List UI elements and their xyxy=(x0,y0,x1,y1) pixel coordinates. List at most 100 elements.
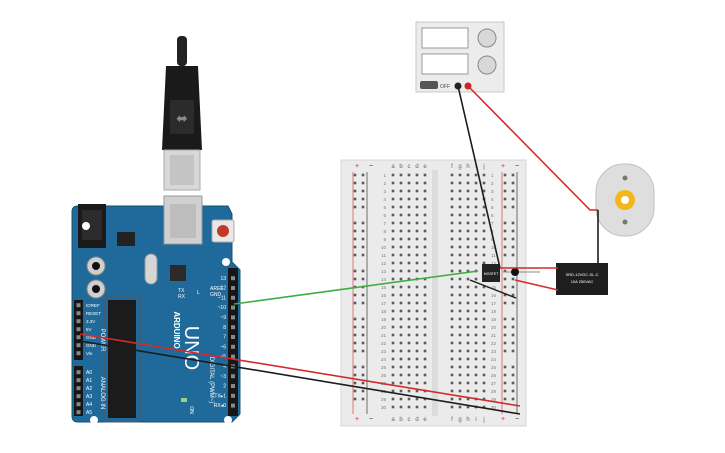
arduino-uno-board[interactable]: UNO ARDUINO DIGITAL (PWM~) ANALOG IN POW… xyxy=(71,195,241,424)
rail-hole[interactable] xyxy=(353,325,357,329)
breadboard-hole[interactable] xyxy=(415,309,419,313)
breadboard-hole[interactable] xyxy=(423,173,427,177)
rail-hole[interactable] xyxy=(353,197,357,201)
rail-hole[interactable] xyxy=(511,285,515,289)
rail-hole[interactable] xyxy=(361,301,365,305)
rail-hole[interactable] xyxy=(353,269,357,273)
rail-hole[interactable] xyxy=(353,349,357,353)
rail-hole[interactable] xyxy=(353,293,357,297)
breadboard-hole[interactable] xyxy=(423,301,427,305)
breadboard-hole[interactable] xyxy=(474,381,478,385)
breadboard-hole[interactable] xyxy=(450,229,454,233)
dc-power-supply[interactable]: OFF xyxy=(415,21,505,93)
breadboard-hole[interactable] xyxy=(399,285,403,289)
wire-red-supply-motor[interactable] xyxy=(467,85,598,211)
rail-hole[interactable] xyxy=(361,333,365,337)
rail-hole[interactable] xyxy=(361,277,365,281)
rail-hole[interactable] xyxy=(361,373,365,377)
breadboard-hole[interactable] xyxy=(407,389,411,393)
breadboard-hole[interactable] xyxy=(407,277,411,281)
breadboard-hole[interactable] xyxy=(474,245,478,249)
header-pin[interactable] xyxy=(231,276,235,281)
header-pin[interactable] xyxy=(76,335,81,340)
breadboard-hole[interactable] xyxy=(466,373,470,377)
breadboard-hole[interactable] xyxy=(458,309,462,313)
breadboard-hole[interactable] xyxy=(415,197,419,201)
breadboard-hole[interactable] xyxy=(466,357,470,361)
breadboard-hole[interactable] xyxy=(466,181,470,185)
header-pin[interactable] xyxy=(76,386,81,391)
breadboard-hole[interactable] xyxy=(458,173,462,177)
breadboard-hole[interactable] xyxy=(458,325,462,329)
rail-hole[interactable] xyxy=(353,333,357,337)
breadboard-hole[interactable] xyxy=(450,373,454,377)
breadboard-hole[interactable] xyxy=(415,333,419,337)
rail-hole[interactable] xyxy=(511,245,515,249)
breadboard-hole[interactable] xyxy=(407,253,411,257)
breadboard-hole[interactable] xyxy=(450,245,454,249)
usb-cable[interactable]: ⬌ xyxy=(162,36,202,191)
breadboard-hole[interactable] xyxy=(458,277,462,281)
breadboard-hole[interactable] xyxy=(415,325,419,329)
breadboard-hole[interactable] xyxy=(415,205,419,209)
breadboard-hole[interactable] xyxy=(482,229,486,233)
rail-hole[interactable] xyxy=(503,373,507,377)
breadboard-hole[interactable] xyxy=(415,397,419,401)
breadboard-hole[interactable] xyxy=(391,357,395,361)
breadboard-hole[interactable] xyxy=(482,261,486,265)
breadboard-hole[interactable] xyxy=(391,181,395,185)
breadboard-hole[interactable] xyxy=(415,365,419,369)
rail-hole[interactable] xyxy=(361,205,365,209)
breadboard-hole[interactable] xyxy=(423,405,427,409)
breadboard-hole[interactable] xyxy=(391,213,395,217)
breadboard-hole[interactable] xyxy=(466,325,470,329)
diode[interactable] xyxy=(503,268,540,276)
breadboard-hole[interactable] xyxy=(415,237,419,241)
rail-hole[interactable] xyxy=(361,397,365,401)
breadboard-hole[interactable] xyxy=(399,349,403,353)
breadboard-hole[interactable] xyxy=(474,173,478,177)
header-pin[interactable] xyxy=(231,335,235,339)
breadboard-hole[interactable] xyxy=(399,189,403,193)
breadboard-hole[interactable] xyxy=(450,405,454,409)
breadboard-hole[interactable] xyxy=(482,381,486,385)
breadboard-hole[interactable] xyxy=(450,309,454,313)
rail-hole[interactable] xyxy=(353,373,357,377)
breadboard-hole[interactable] xyxy=(458,373,462,377)
breadboard-hole[interactable] xyxy=(415,381,419,385)
rail-hole[interactable] xyxy=(503,189,507,193)
breadboard-hole[interactable] xyxy=(458,317,462,321)
breadboard-hole[interactable] xyxy=(391,317,395,321)
rail-hole[interactable] xyxy=(361,317,365,321)
breadboard-hole[interactable] xyxy=(458,349,462,353)
breadboard-hole[interactable] xyxy=(407,285,411,289)
breadboard-hole[interactable] xyxy=(482,237,486,241)
rail-hole[interactable] xyxy=(361,197,365,201)
breadboard-hole[interactable] xyxy=(458,221,462,225)
wire-black-gnd[interactable] xyxy=(79,340,521,415)
rail-hole[interactable] xyxy=(503,173,507,177)
header-pin[interactable] xyxy=(76,402,81,407)
breadboard-hole[interactable] xyxy=(458,381,462,385)
rail-hole[interactable] xyxy=(361,221,365,225)
breadboard-hole[interactable] xyxy=(466,197,470,201)
rail-hole[interactable] xyxy=(503,325,507,329)
breadboard-hole[interactable] xyxy=(450,349,454,353)
breadboard-hole[interactable] xyxy=(407,333,411,337)
breadboard-hole[interactable] xyxy=(391,325,395,329)
rail-hole[interactable] xyxy=(511,325,515,329)
current-knob[interactable] xyxy=(477,55,497,75)
breadboard-hole[interactable] xyxy=(482,285,486,289)
breadboard-hole[interactable] xyxy=(423,357,427,361)
breadboard-hole[interactable] xyxy=(415,253,419,257)
breadboard-hole[interactable] xyxy=(399,405,403,409)
rail-hole[interactable] xyxy=(503,397,507,401)
breadboard-hole[interactable] xyxy=(415,293,419,297)
breadboard-hole[interactable] xyxy=(482,221,486,225)
breadboard-hole[interactable] xyxy=(391,245,395,249)
rail-hole[interactable] xyxy=(511,373,515,377)
breadboard-hole[interactable] xyxy=(450,277,454,281)
breadboard-hole[interactable] xyxy=(391,173,395,177)
breadboard-hole[interactable] xyxy=(407,213,411,217)
breadboard-hole[interactable] xyxy=(458,269,462,273)
